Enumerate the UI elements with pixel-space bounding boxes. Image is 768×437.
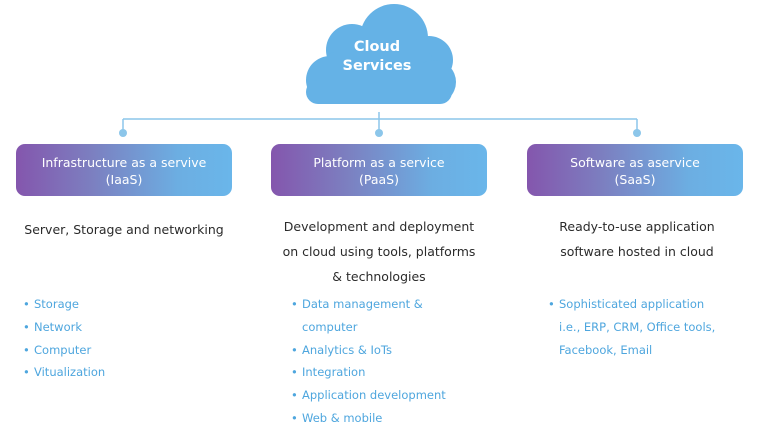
saas-description-line: Ready-to-use application	[559, 219, 715, 234]
saas-abbreviation: (SaaS)	[614, 171, 656, 187]
iaas-bullet-list: Storage Network Computer Vitualization	[23, 293, 105, 384]
saas-description: Ready-to-use application software hosted…	[522, 214, 752, 264]
list-item: Facebook, Email	[548, 339, 715, 362]
cloud-services-node: Cloud Services	[298, 0, 456, 118]
cloud-icon	[306, 4, 456, 104]
iaas-description-line: Server, Storage and networking	[24, 222, 224, 237]
cloud-title-line-2: Services	[342, 58, 412, 74]
paas-box: Platform as a service (PaaS)	[271, 144, 487, 196]
list-item: Integration	[291, 361, 446, 384]
saas-bullet-list: Sophisticated application i.e., ERP, CRM…	[548, 293, 715, 361]
iaas-abbreviation: (IaaS)	[105, 171, 143, 187]
paas-bullet-list: Data management & computer Analytics & I…	[291, 293, 446, 430]
list-item-continuation: Facebook, Email	[559, 342, 653, 357]
list-item: Network	[23, 316, 105, 339]
paas-description-line: on cloud using tools, platforms	[282, 244, 476, 259]
iaas-description: Server, Storage and networking	[16, 217, 232, 242]
list-item: i.e., ERP, CRM, Office tools,	[548, 316, 715, 339]
list-item: Application development	[291, 384, 446, 407]
cloud-title: Cloud Services	[298, 38, 456, 76]
connector-dot-saas	[633, 129, 641, 137]
paas-title: Platform as a service	[313, 154, 445, 170]
list-item: Sophisticated application	[548, 293, 715, 316]
list-item: computer	[291, 316, 446, 339]
list-item: Data management &	[291, 293, 446, 316]
paas-description-line: Development and deployment	[283, 219, 475, 234]
cloud-title-line-1: Cloud	[353, 39, 401, 55]
saas-box: Software as aservice (SaaS)	[527, 144, 743, 196]
paas-description: Development and deployment on cloud usin…	[264, 214, 494, 289]
saas-title: Software as aservice	[570, 154, 700, 170]
saas-description-line: software hosted in cloud	[560, 244, 714, 259]
iaas-title: Infrastructure as a servive	[41, 154, 207, 170]
list-item: Storage	[23, 293, 105, 316]
list-item: Web & mobile	[291, 407, 446, 430]
list-item: Analytics & IoTs	[291, 339, 446, 362]
list-item: Computer	[23, 339, 105, 362]
paas-abbreviation: (PaaS)	[359, 171, 399, 187]
paas-description-line: & technologies	[332, 269, 426, 284]
connector-dot-iaas	[119, 129, 127, 137]
iaas-box: Infrastructure as a servive (IaaS)	[16, 144, 232, 196]
list-item: Vitualization	[23, 361, 105, 384]
connector-dot-paas	[375, 129, 383, 137]
list-item-continuation: computer	[302, 319, 358, 334]
list-item-continuation: i.e., ERP, CRM, Office tools,	[559, 319, 716, 334]
